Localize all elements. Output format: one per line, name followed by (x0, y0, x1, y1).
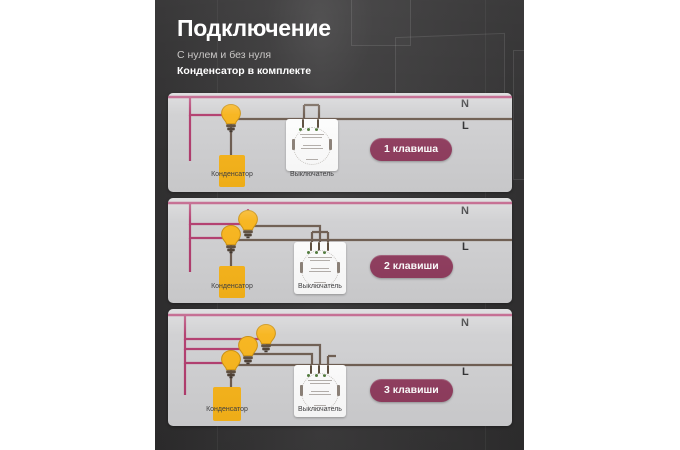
wall-switch-device-3 (294, 365, 346, 417)
lamp-icon-2a (221, 224, 241, 254)
picture-frame-outline-2 (513, 50, 524, 180)
ceiling-edge-outline (351, 0, 411, 46)
capacitor-label-3: Конденсатор (206, 406, 248, 413)
terminal-label-n-1: N (461, 98, 469, 110)
capacitor-label-1: Конденсатор (211, 171, 253, 178)
capacitor-label-2: Конденсатор (211, 283, 253, 290)
header-note: Конденсатор в комплекте (177, 65, 312, 78)
terminal-label-l-2: L (462, 241, 469, 253)
diagram-panel-3-gang: Конденсатор Выключатель N L 3 кла (168, 309, 512, 426)
lamp-icon-1 (221, 103, 241, 133)
capacitor-block-3 (213, 387, 241, 421)
diagram-panel-1-gang: Конденсатор Выключатель N L (168, 93, 512, 192)
badge-gang-count-3: 3 клавиши (370, 379, 453, 402)
header-subtitle: С нулем и без нуля (177, 49, 272, 62)
badge-gang-count-2: 2 клавиши (370, 255, 453, 278)
lamp-icon-3a (221, 349, 241, 379)
badge-gang-count-1: 1 клавиша (370, 138, 453, 161)
switch-label-2: Выключатель (298, 283, 342, 290)
capacitor-block-1 (219, 155, 245, 187)
lamp-icon-3b (238, 335, 258, 365)
wall-switch-device-1 (286, 119, 338, 171)
terminal-label-n-3: N (461, 317, 469, 329)
switch-label-3: Выключатель (298, 406, 342, 413)
diagram-panel-2-gang: Конденсатор Выключатель N L 2 кла (168, 198, 512, 303)
pendant-lamp-blur (265, 0, 375, 100)
page-title: Подключение (177, 15, 331, 41)
lamp-icon-3c (256, 323, 276, 353)
switch-lead-1 (266, 343, 322, 373)
wiring-diagram-3-gang (168, 313, 512, 395)
lamp-icon-2b (238, 209, 258, 239)
capacitor-block-2 (219, 266, 245, 298)
switch-label-1: Выключатель (290, 171, 334, 178)
terminal-label-l-3: L (462, 366, 469, 378)
terminal-label-n-2: N (461, 205, 469, 217)
header: Подключение С нулем и без нуля Конденсат… (177, 15, 507, 78)
wall-switch-device-2 (294, 242, 346, 294)
terminal-label-l-1: L (462, 120, 469, 132)
